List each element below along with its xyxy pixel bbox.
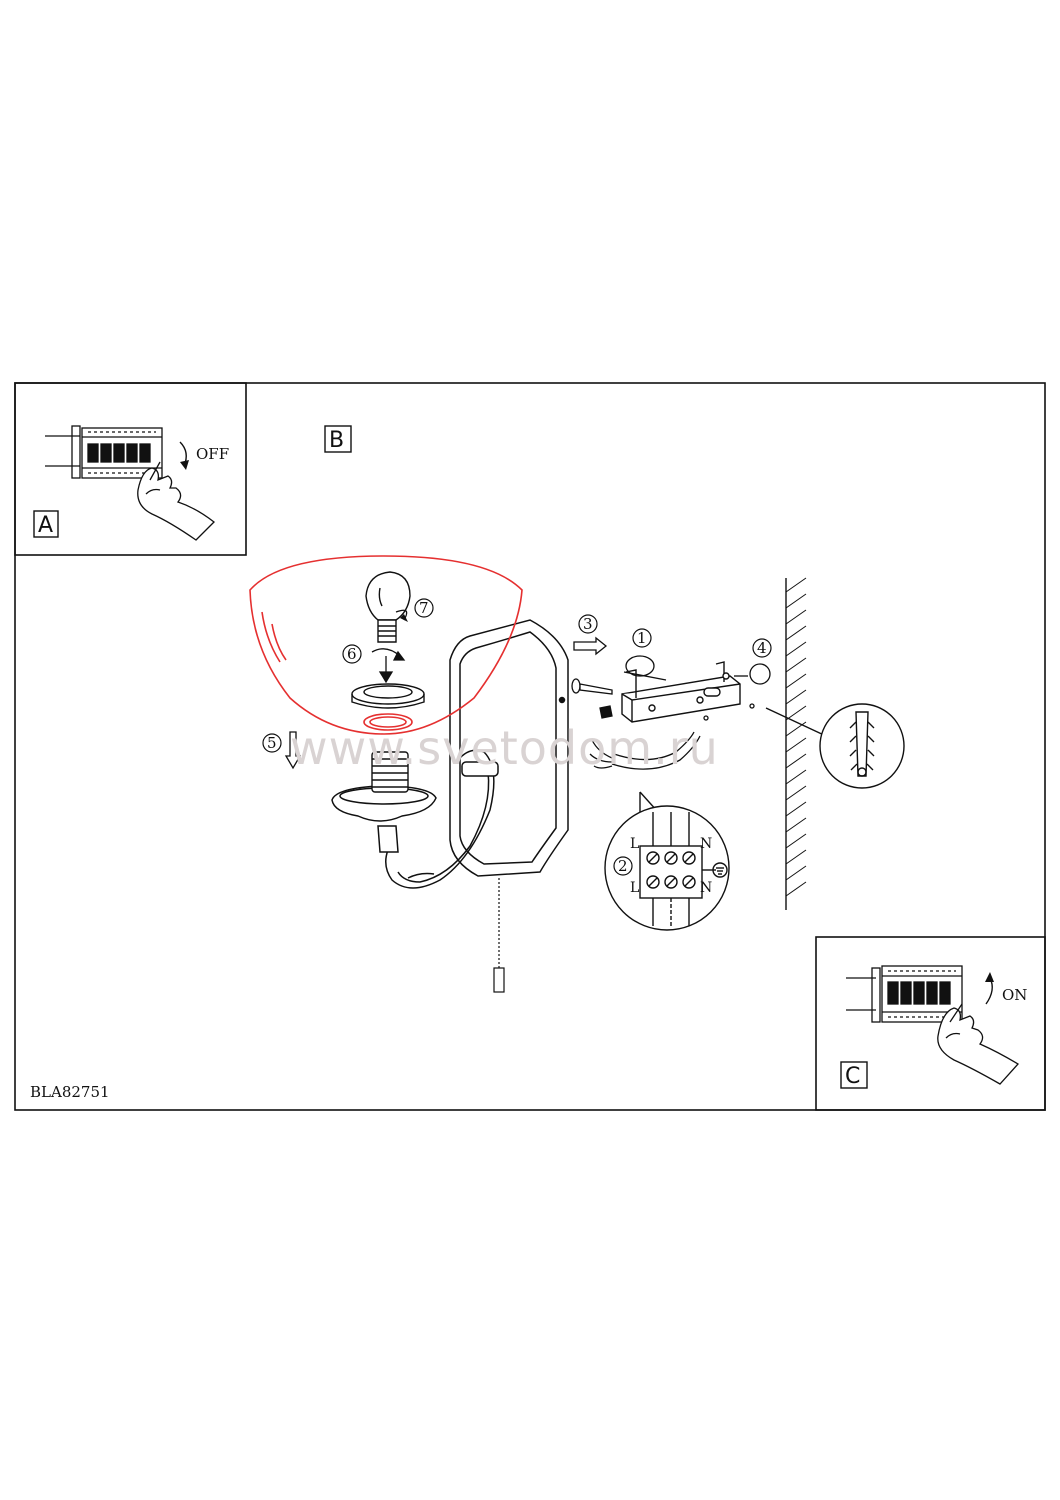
svg-text:3: 3 [583,615,593,633]
step-5-arrow-icon [284,731,302,770]
panel-a-switch-label: OFF [196,445,229,463]
bracket-screws [571,655,771,721]
step-6-marker: 6 [342,644,362,664]
step-2-marker: 2 [613,856,633,876]
switch-off-arrowhead-icon [180,460,189,470]
svg-text:1: 1 [637,629,647,647]
pull-cord [493,878,505,993]
diagram-frame [14,382,1046,1111]
svg-text:5: 5 [267,734,277,752]
mounting-bracket [621,661,741,723]
step-5-marker: 5 [262,733,282,753]
terminal-live-top: L [630,836,639,852]
glass-shade [249,555,523,735]
panel-a-letter: A [38,513,53,538]
panel-a: OFF A [33,425,229,541]
switch-on-arrowhead-icon [985,972,994,982]
rotate-ring-arrow-icon [371,648,406,684]
terminal-block-detail [604,791,730,931]
svg-text:4: 4 [757,639,767,657]
svg-text:2: 2 [618,857,628,875]
panel-c-switch-label: ON [1002,986,1027,1004]
panel-c: ON C [840,965,1027,1089]
model-code: BLA82751 [30,1083,110,1101]
supply-cable [589,731,701,770]
panel-b: B [249,425,905,993]
wall [785,577,807,910]
wall-plug-detail [765,703,905,789]
watermark: www.svetodom.ru [290,721,719,775]
terminal-neutral-bottom: N [700,880,712,896]
panel-b-letter-box [324,425,352,453]
terminal-live-bottom: L [630,880,639,896]
earth-symbol-icon [712,862,728,878]
step-7-marker: 7 [414,598,434,618]
lamp-arm [377,749,499,889]
panel-c-letter: C [845,1064,860,1089]
step-1-marker: 1 [632,628,652,648]
hand-on-icon [937,1003,1020,1085]
step-3-arrow-icon [573,636,608,656]
screw-in-bulb-arrowhead-icon [400,614,408,622]
breaker-panel-on-icon [846,965,963,1023]
shade-ring [351,683,425,709]
wall-plug-icon [855,711,869,777]
bobeche [331,785,437,822]
terminal-neutral-top: N [700,836,712,852]
panel-b-letter: B [329,428,344,453]
step-3-marker: 3 [578,614,598,634]
wall-plate [449,619,569,877]
light-bulb-icon [365,571,411,643]
lamp-socket [371,751,409,793]
svg-text:6: 6 [347,645,357,663]
panel-a-letter-box [33,510,59,538]
terminal-block-icon [639,812,716,926]
panel-c-frame [815,936,1046,1111]
step-4-marker: 4 [752,638,772,658]
breaker-panel-icon [45,425,163,479]
panel-c-letter-box [840,1061,868,1089]
svg-text:7: 7 [419,599,429,617]
hand-icon [137,461,215,541]
panel-a-frame [14,382,247,556]
